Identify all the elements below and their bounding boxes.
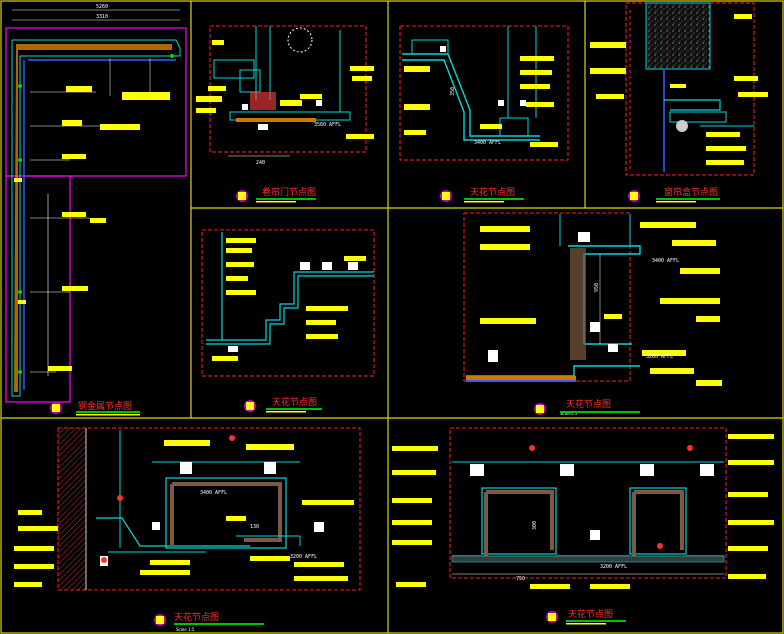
- detail-panel-1: 5260 3310 钢金属节点图: [5, 4, 187, 416]
- p8-dim-a: 3200 AFFL: [600, 564, 627, 570]
- p8-dim-b: 300: [532, 521, 538, 530]
- p7-dim-c: 130: [250, 524, 259, 530]
- detail-panel-5: 天花节点图: [201, 229, 375, 413]
- detail-panel-8: 3200 AFFL 300 750 天花节点图: [392, 427, 774, 625]
- p6-scale: Scale1:5: [560, 411, 578, 416]
- p1-dim-a: 5260: [96, 4, 108, 10]
- detail-panel-2: 240 3560 AFFL 卷帘门节点图: [196, 25, 374, 203]
- p7-dim-b: 3200 AFFL: [290, 554, 317, 560]
- p7-title: 天花节点图: [174, 611, 219, 623]
- p4-title: 窗帘盒节点图: [664, 186, 718, 198]
- p3-dim-b: 3400 AFFL: [474, 140, 501, 146]
- p7-dim-a: 3400 AFFL: [200, 490, 227, 496]
- p1-title: 钢金属节点图: [78, 400, 132, 412]
- detail-panel-6: 3400 AFFL 3200 AFFL 950 天花节点图 Scale1:5: [463, 212, 722, 416]
- p8-dim-c: 750: [516, 576, 525, 582]
- p8-title: 天花节点图: [568, 608, 613, 620]
- detail-panel-4: 窗帘盒节点图: [590, 2, 768, 203]
- p1-dim-b: 3310: [96, 14, 108, 20]
- p7-scale: Scale 1:5: [176, 627, 195, 632]
- p5-title: 天花节点图: [272, 396, 317, 408]
- p3-dim-a: 350: [450, 87, 456, 96]
- detail-panel-3: 350 3400 AFFL 天花节点图: [399, 25, 569, 203]
- p6-dim-b: 3200 AFFL: [646, 354, 673, 360]
- p2-title: 卷帘门节点图: [262, 186, 316, 198]
- p6-dim-c: 950: [594, 283, 600, 292]
- p6-dim-a: 3400 AFFL: [652, 258, 679, 264]
- p6-title: 天花节点图: [566, 398, 611, 410]
- detail-panel-7: 3400 AFFL 3200 AFFL 130 天花节点图 Scale 1:5: [14, 427, 361, 632]
- p3-title: 天花节点图: [470, 186, 515, 198]
- p2-dim-b: 3560 AFFL: [314, 122, 341, 128]
- p2-dim-a: 240: [256, 160, 265, 166]
